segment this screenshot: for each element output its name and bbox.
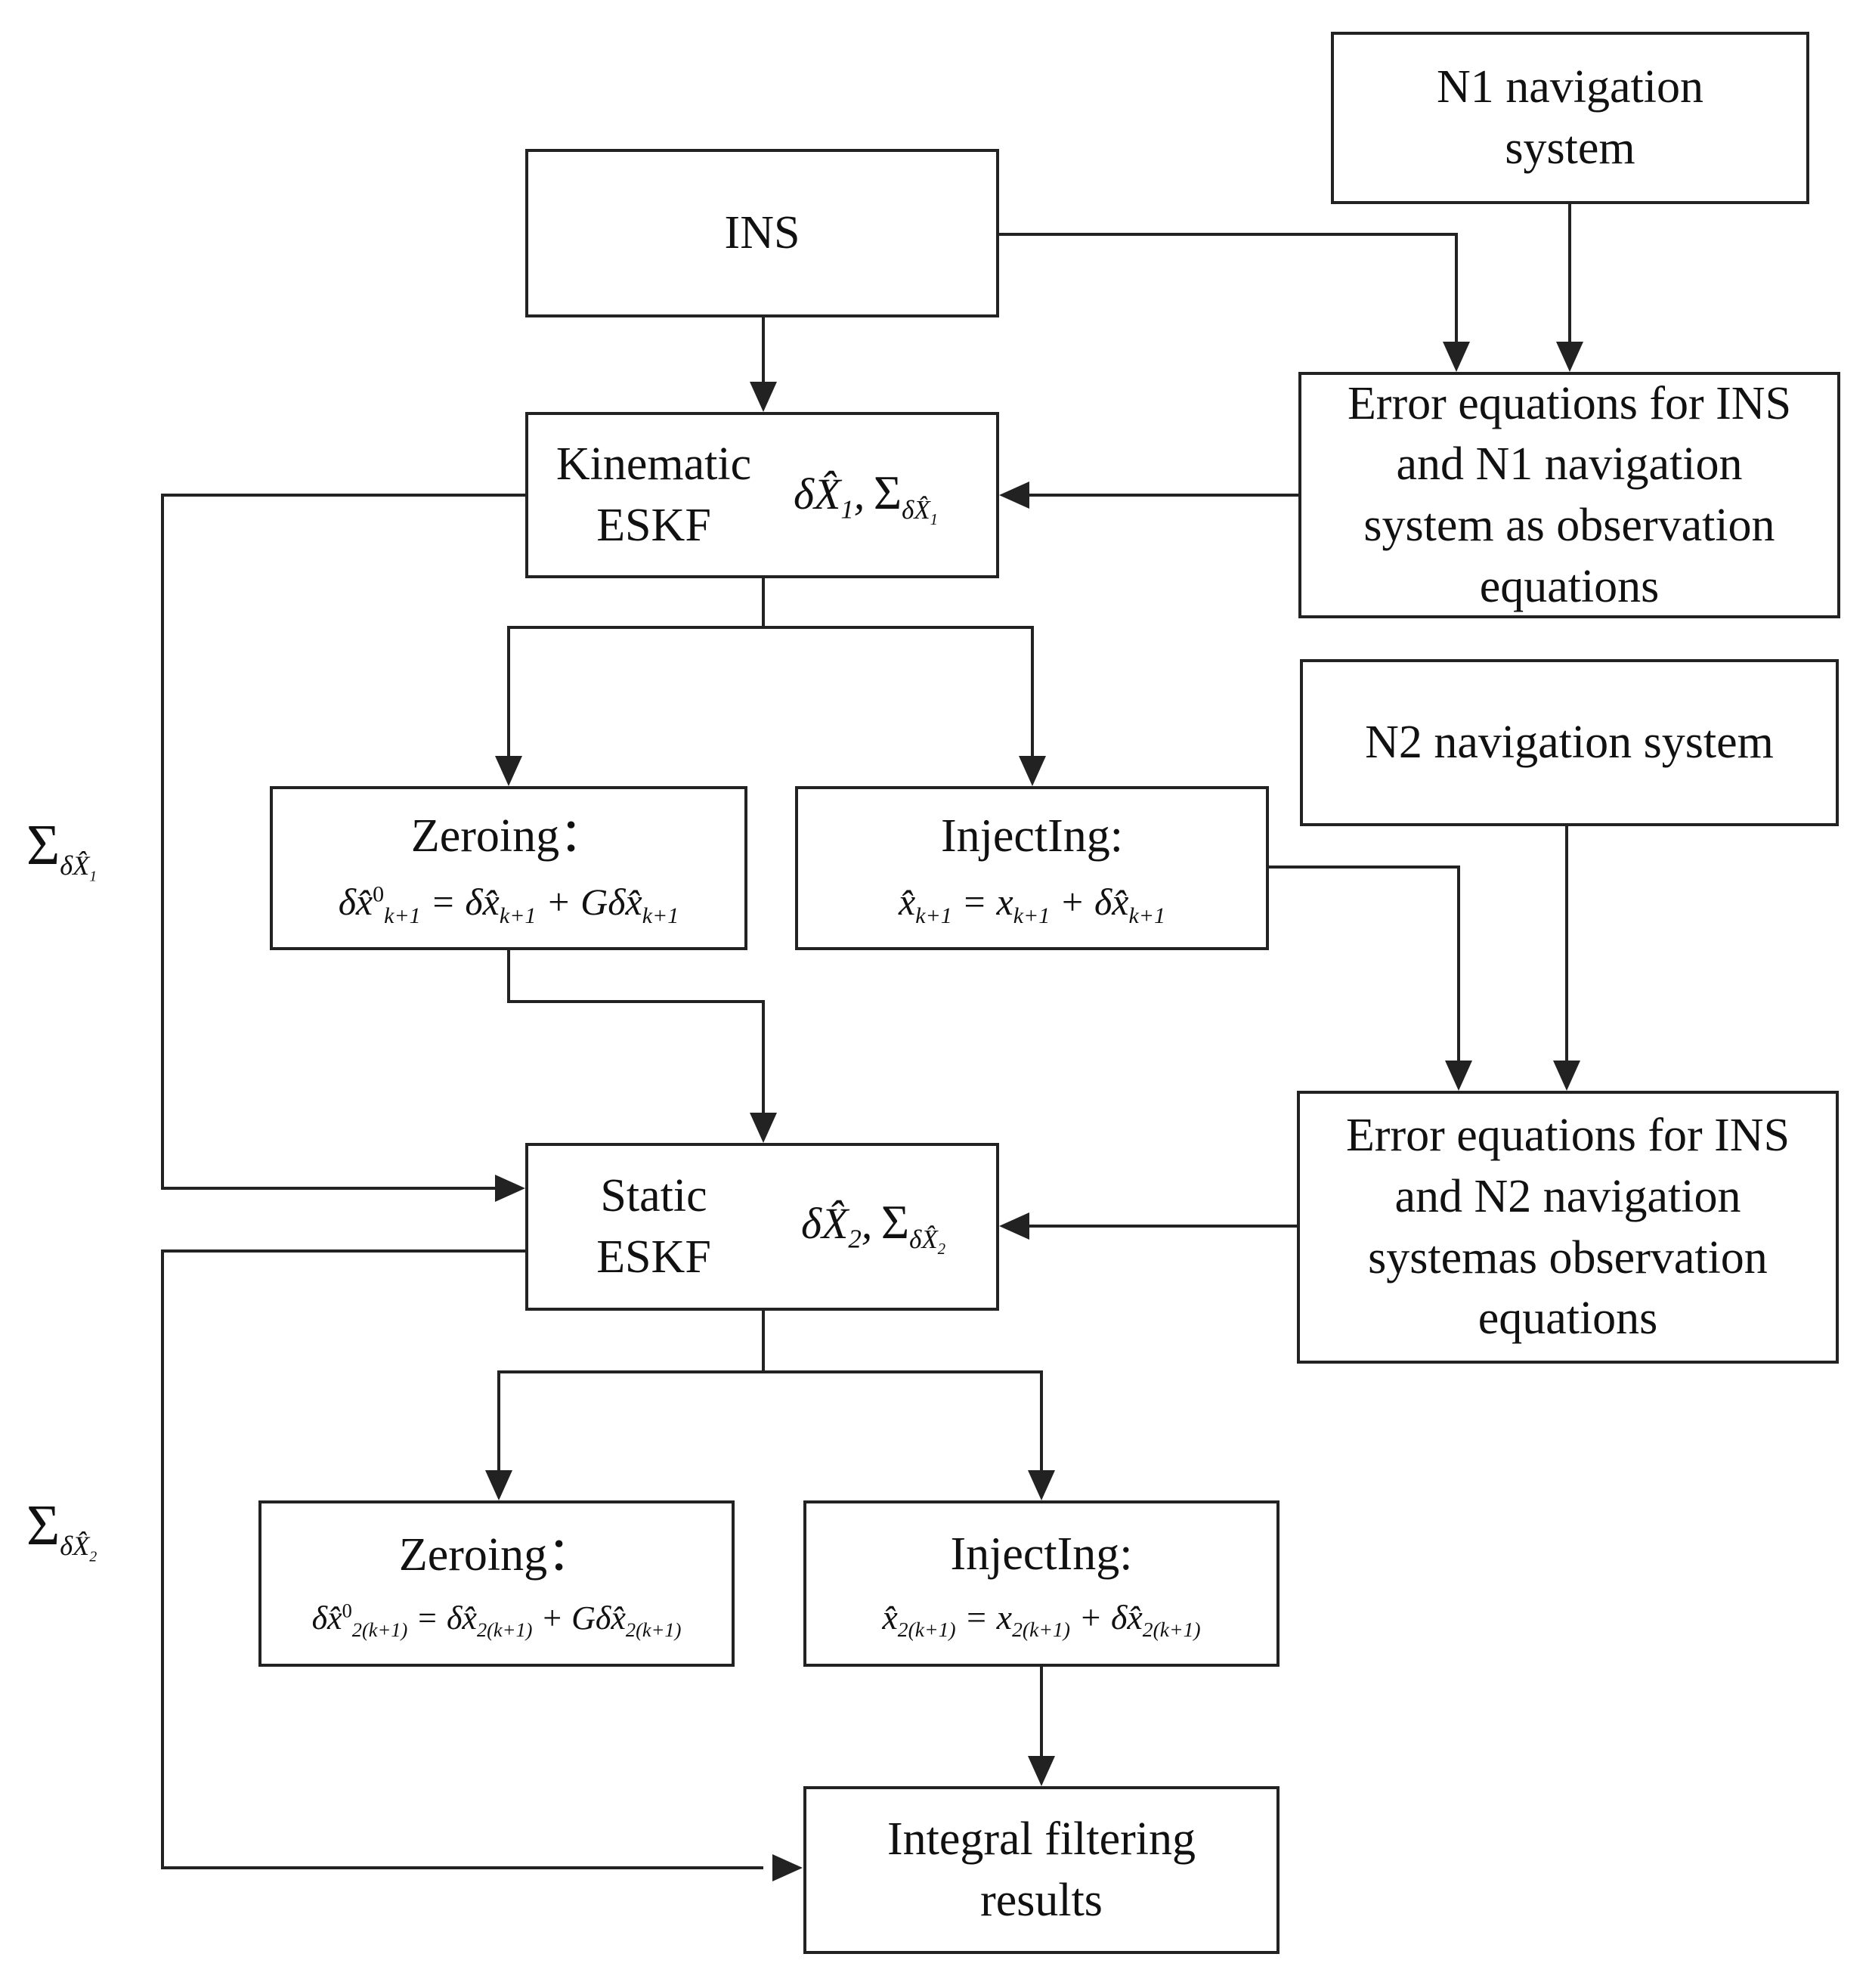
- arrowhead: [750, 1113, 777, 1143]
- arrow-kinematic-to-zeroing-1: [507, 578, 765, 763]
- integral-filtering-results-box: Integral filtering results: [803, 1786, 1280, 1954]
- injecting-formula-1: x̂k+1 = xk+1 + δx̂k+1: [898, 880, 1165, 928]
- error-equations-n2-box: Error equations for INS and N2 navigatio…: [1297, 1091, 1839, 1364]
- kinematic-output-symbol: δX̂1, ΣδX̂1: [794, 466, 939, 528]
- sigma-label-1: ΣδX̂1: [26, 813, 97, 885]
- box-label-line: Error equations for INS: [1347, 377, 1792, 429]
- arrowhead: [772, 1854, 803, 1881]
- arrow-zeroing-1-to-static: [507, 950, 765, 1119]
- box-label-line: equations: [1478, 1293, 1658, 1345]
- arrow-injecting-1-to-error-n2: [1269, 865, 1460, 1061]
- static-eskf-label: Static ESKF: [525, 1143, 782, 1311]
- box-label-line: Kinematic: [555, 438, 752, 491]
- zeroing-box-2: Zeroing： δx̂02(k+1) = δx̂2(k+1) + Gδx̂2(…: [258, 1500, 735, 1667]
- box-label-line: Error equations for INS: [1345, 1110, 1790, 1162]
- injecting-box-1: InjectIng: x̂k+1 = xk+1 + δx̂k+1: [795, 786, 1269, 950]
- arrowhead: [1443, 342, 1470, 372]
- arrowhead: [1445, 1061, 1472, 1091]
- box-label-line: and N1 navigation: [1396, 438, 1743, 491]
- sigma-label-2: ΣδX̂2: [26, 1494, 97, 1565]
- injecting-formula-2: x̂2(k+1) = x2(k+1) + δx̂2(k+1): [882, 1598, 1201, 1642]
- zeroing-formula-2: δx̂02(k+1) = δx̂2(k+1) + Gδx̂2(k+1): [311, 1599, 682, 1641]
- arrowhead: [1556, 342, 1583, 372]
- box-label-line: INS: [724, 207, 800, 259]
- zeroing-formula-1: δx̂0k+1 = δx̂k+1 + Gδx̂k+1: [338, 880, 679, 928]
- arrow-static-to-zeroing-2: [497, 1311, 765, 1478]
- box-label-line: systemas observation: [1368, 1231, 1768, 1284]
- arrowhead: [999, 1212, 1029, 1240]
- arrowhead: [1028, 1756, 1055, 1786]
- kinematic-eskf-box: [525, 412, 999, 578]
- injecting-title: InjectIng:: [950, 1528, 1133, 1580]
- zeroing-title: Zeroing：: [398, 1529, 595, 1581]
- arrowhead: [750, 382, 777, 412]
- arrowhead: [1028, 1470, 1055, 1500]
- arrowhead: [485, 1470, 512, 1500]
- arrow-static-cov-to-results: [161, 1249, 763, 1869]
- box-label-line: system as observation: [1363, 500, 1775, 551]
- box-label-line: Static: [600, 1170, 707, 1222]
- box-label-line: N2 navigation system: [1365, 717, 1774, 769]
- arrow-ins-to-error-n1: [999, 233, 1458, 348]
- static-output-symbol: δX̂2, ΣδX̂2: [801, 1195, 946, 1258]
- ins-box: INS: [525, 149, 999, 317]
- arrow-kinematic-cov-to-static: [161, 494, 525, 1190]
- arrowhead: [495, 1175, 525, 1202]
- zeroing-title: Zeroing：: [410, 810, 607, 862]
- kinematic-eskf-label: Kinematic ESKF: [525, 412, 782, 578]
- zeroing-box-1: Zeroing： δx̂0k+1 = δx̂k+1 + Gδx̂k+1: [270, 786, 747, 950]
- box-label-line: results: [980, 1875, 1103, 1926]
- arrow-static-to-injecting-2: [763, 1370, 1043, 1478]
- n1-navigation-system-box: N1 navigation system: [1331, 32, 1809, 204]
- box-label-line: N1 navigation: [1437, 61, 1703, 113]
- arrowhead: [1019, 756, 1046, 786]
- box-label-line: ESKF: [596, 1231, 711, 1283]
- arrowhead: [495, 756, 522, 786]
- error-equations-n1-box: Error equations for INS and N1 navigatio…: [1298, 372, 1840, 618]
- arrow-kinematic-to-injecting-1: [763, 626, 1034, 763]
- box-label-line: Integral filtering: [887, 1813, 1196, 1866]
- box-label-line: system: [1505, 122, 1635, 174]
- arrowhead: [999, 482, 1029, 509]
- box-label-line: ESKF: [596, 500, 711, 551]
- arrowhead: [1553, 1061, 1580, 1091]
- box-label-line: equations: [1479, 560, 1660, 612]
- injecting-title: InjectIng:: [940, 810, 1123, 862]
- n2-navigation-system-box: N2 navigation system: [1300, 659, 1839, 826]
- box-label-line: and N2 navigation: [1394, 1170, 1741, 1222]
- injecting-box-2: InjectIng: x̂2(k+1) = x2(k+1) + δx̂2(k+1…: [803, 1500, 1280, 1667]
- static-eskf-box: [525, 1143, 999, 1311]
